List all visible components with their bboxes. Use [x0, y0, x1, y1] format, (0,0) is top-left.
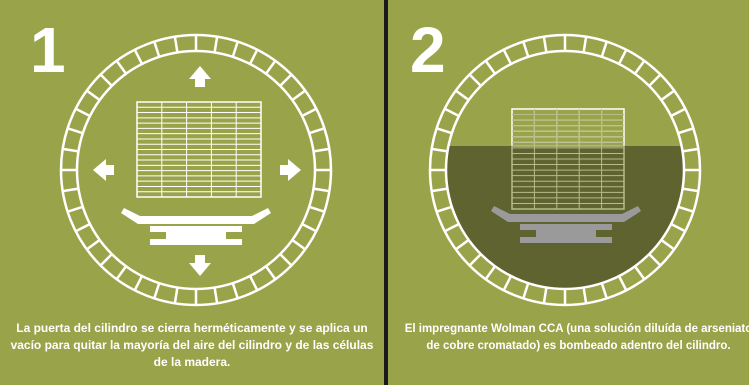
- step-number: 1: [30, 14, 66, 86]
- ring-segment: [291, 89, 306, 102]
- ring-segment: [660, 89, 675, 102]
- ring-segment: [313, 147, 330, 153]
- ring-segment: [213, 36, 219, 53]
- arrow-right-icon: [280, 159, 301, 181]
- ring-segment: [455, 89, 470, 102]
- ring-segment: [231, 41, 239, 58]
- ring-segment: [633, 60, 646, 75]
- ring-segment: [115, 265, 128, 280]
- ring-segment: [301, 107, 317, 118]
- ring-segment: [682, 147, 699, 153]
- ring-segment: [67, 127, 84, 135]
- ring-segment: [279, 253, 293, 267]
- ring-segment: [431, 187, 448, 193]
- step-1-illustration: [59, 33, 333, 307]
- ring-segment: [436, 127, 453, 135]
- ring-segment: [542, 36, 548, 53]
- ring-segment: [502, 49, 513, 65]
- ring-segment: [264, 60, 277, 75]
- arrow-down-icon: [189, 255, 211, 276]
- ring-segment: [75, 107, 91, 118]
- ring-segment: [677, 205, 694, 213]
- ring-segment: [62, 187, 79, 193]
- ring-segment: [153, 282, 161, 299]
- ring-segment: [99, 73, 113, 87]
- ring-segment: [582, 287, 588, 304]
- ring-segment: [682, 187, 699, 193]
- ring-segment: [670, 222, 686, 233]
- ring-segment: [431, 147, 448, 153]
- ring-segment: [468, 253, 482, 267]
- ring-segment: [133, 275, 144, 291]
- ring-segment: [617, 275, 628, 291]
- ring-segment: [313, 187, 330, 193]
- ring-segment: [301, 222, 317, 233]
- ring-segment: [133, 49, 144, 65]
- ring-segment: [308, 205, 325, 213]
- step-caption: La puerta del cilindro se cierra herméti…: [10, 321, 374, 369]
- ring-segment: [468, 73, 482, 87]
- arrow-left-icon: [93, 159, 114, 181]
- ring-segment: [231, 282, 239, 299]
- ring-segment: [444, 107, 460, 118]
- ring-segment: [542, 287, 548, 304]
- ring-segment: [522, 41, 530, 58]
- ring-segment: [600, 41, 608, 58]
- ring-segment: [308, 127, 325, 135]
- cylinder-ring-icon: [428, 33, 702, 307]
- ring-segment: [660, 238, 675, 251]
- ring-segment: [670, 107, 686, 118]
- ring-segment: [648, 253, 662, 267]
- ring-segment: [648, 73, 662, 87]
- ring-segment: [502, 275, 513, 291]
- ring-segment: [291, 238, 306, 251]
- step-caption: El impregnante Wolman CCA (una solución …: [404, 323, 749, 352]
- ring-segment: [86, 89, 101, 102]
- ring-segment: [86, 238, 101, 251]
- ring-segment: [248, 49, 259, 65]
- ring-segment: [484, 265, 497, 280]
- wood-stack-icon: [136, 101, 262, 198]
- ring-segment: [67, 205, 84, 213]
- ring-segment: [455, 238, 470, 251]
- step-number: 2: [410, 14, 446, 86]
- cart-icon: [491, 206, 641, 243]
- step-2-panel: 2 El impregnante Wolman CCA (una solució…: [388, 0, 749, 385]
- ring-segment: [213, 287, 219, 304]
- ring-segment: [153, 41, 161, 58]
- ring-segment: [248, 275, 259, 291]
- ring-segment: [436, 205, 453, 213]
- ring-segment: [264, 265, 277, 280]
- cylinder-ring-icon: [59, 33, 333, 307]
- ring-segment: [279, 73, 293, 87]
- arrow-up-icon: [189, 66, 211, 87]
- ring-segment: [484, 60, 497, 75]
- ring-segment: [582, 36, 588, 53]
- ring-segment: [62, 147, 79, 153]
- cart-icon: [121, 208, 271, 245]
- ring-segment: [600, 282, 608, 299]
- ring-segment: [444, 222, 460, 233]
- ring-segment: [75, 222, 91, 233]
- submerged-wood: [511, 109, 625, 210]
- ring-segment: [173, 287, 179, 304]
- step-1-panel: 1 La puerta del cilindro se cierra hermé…: [0, 0, 384, 385]
- ring-segment: [99, 253, 113, 267]
- ring-segment: [617, 49, 628, 65]
- ring-segment: [633, 265, 646, 280]
- ring-segment: [115, 60, 128, 75]
- ring-segment: [677, 127, 694, 135]
- ring-segment: [522, 282, 530, 299]
- step-2-illustration: [428, 33, 702, 307]
- ring-segment: [173, 36, 179, 53]
